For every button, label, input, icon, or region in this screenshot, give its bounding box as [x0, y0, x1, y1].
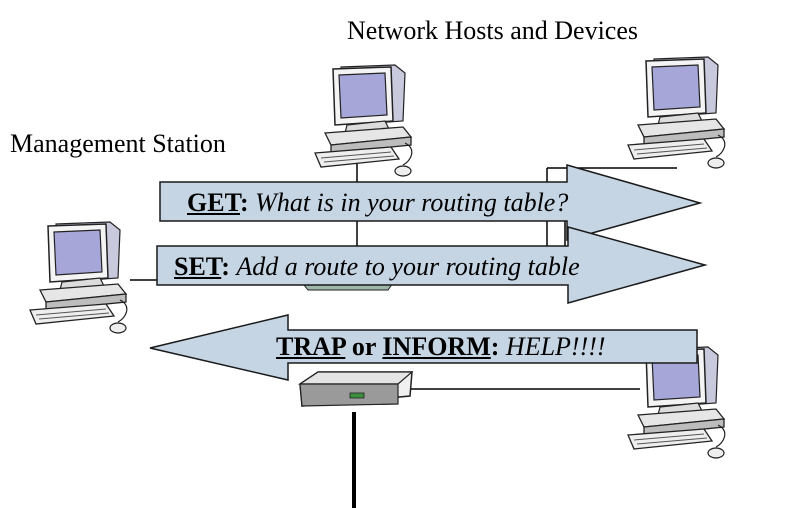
get-arrow	[159, 164, 703, 241]
trap-text: HELP!!!!	[505, 332, 606, 361]
get-keyword: GET	[187, 188, 240, 217]
trap-keyword: TRAP	[276, 332, 346, 361]
set-keyword: SET	[174, 252, 222, 281]
trap-joiner: or	[345, 332, 383, 361]
get-colon: :	[239, 188, 249, 217]
trap-colon: :	[490, 332, 500, 361]
get-message: GET: What is in your routing table?	[187, 188, 568, 218]
hosts-title: Network Hosts and Devices	[347, 16, 638, 45]
get-text: What is in your routing table?	[255, 188, 569, 217]
inform-keyword: INFORM	[382, 332, 491, 361]
set-arrow	[156, 226, 708, 304]
router-icon	[298, 371, 414, 407]
trap-message: TRAP or INFORM: HELP!!!!	[276, 332, 606, 362]
set-message: SET: Add a route to your routing table	[174, 252, 580, 282]
trap-arrow	[149, 314, 698, 381]
computer-icon	[314, 64, 413, 177]
computer-icon	[29, 221, 128, 334]
set-text: Add a route to your routing table	[236, 252, 580, 281]
station-title: Management Station	[10, 129, 226, 158]
computer-icon	[627, 56, 726, 169]
set-colon: :	[221, 252, 230, 281]
